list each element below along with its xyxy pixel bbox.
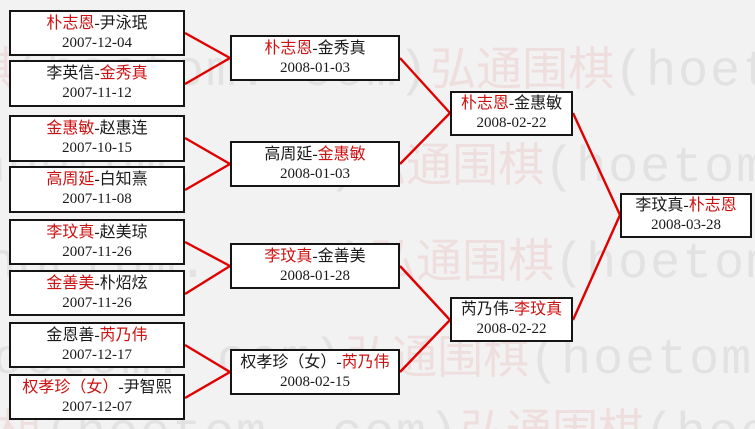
match-players: 权孝珍（女）-芮乃伟 [240, 353, 389, 373]
match-date: 2008-02-22 [476, 115, 547, 131]
player-name: 李玟真 [635, 197, 684, 214]
match-box-final: 李玟真-朴志恩 2008-03-28 [620, 193, 752, 238]
match-date: 2007-11-26 [62, 243, 132, 260]
player-name-winner: 李玟真 [264, 247, 313, 265]
player-name-winner: 李玟真 [514, 301, 563, 318]
match-players: 朴志恩-金惠敏 [461, 94, 562, 114]
match-date: 2007-11-12 [62, 85, 132, 101]
player-name: 芮乃伟 [460, 301, 509, 318]
players-separator: - [94, 274, 100, 292]
match-box-r2-4: 权孝珍（女）-芮乃伟 2008-02-15 [230, 349, 400, 395]
watermark-cn-text: 弘通围棋 [430, 44, 615, 95]
players-separator: - [508, 95, 515, 112]
player-name-winner: 芮乃伟 [341, 353, 390, 371]
player-name-winner: 高周延 [46, 171, 95, 188]
players-separator: - [508, 301, 515, 318]
player-name: 白知熹 [99, 171, 148, 188]
watermark-domain-text: (hoetom. com) [544, 140, 755, 197]
player-name: 李英信 [46, 65, 95, 82]
match-players: 朴志恩-金秀真 [264, 39, 365, 59]
match-date: 2007-11-26 [62, 294, 132, 311]
player-name: 权孝珍（女） [240, 353, 337, 371]
match-date: 2008-01-28 [280, 267, 350, 284]
match-players: 金善美-朴炤炫 [46, 274, 147, 294]
watermark-cn-text: 弘通围棋 [370, 236, 555, 287]
match-box-sf-2: 芮乃伟-李玟真 2008-02-22 [450, 297, 573, 342]
match-box-r2-2: 高周延-金惠敏 2008-01-03 [230, 141, 400, 187]
player-name: 尹泳珉 [99, 14, 148, 32]
match-box-r1-1: 朴志恩-尹泳珉 2007-12-04 [9, 10, 185, 56]
watermark-domain-text: (hoetom. com) [644, 406, 755, 429]
match-date: 2008-01-03 [280, 165, 350, 182]
player-name-winner: 金惠敏 [317, 145, 366, 163]
player-name: 赵惠连 [99, 120, 148, 137]
players-separator: - [312, 39, 318, 57]
players-separator: - [94, 14, 100, 32]
player-name: 金善美 [317, 247, 366, 265]
players-separator: - [336, 353, 342, 371]
player-name-winner: 芮乃伟 [99, 326, 148, 344]
player-name: 金恩善 [46, 326, 95, 344]
match-box-r2-3: 李玟真-金善美 2008-01-28 [230, 243, 400, 289]
player-name-winner: 李玟真 [46, 223, 95, 241]
match-box-r1-4: 高周延-白知熹 2007-11-08 [9, 166, 185, 213]
match-players: 高周延-金惠敏 [264, 145, 365, 165]
player-name: 朴炤炫 [99, 274, 148, 292]
match-box-r1-5: 李玟真-赵美琼 2007-11-26 [9, 219, 185, 265]
match-date: 2007-12-07 [62, 398, 132, 415]
match-players: 高周延-白知熹 [46, 170, 147, 190]
match-date: 2008-03-28 [651, 217, 721, 233]
player-name: 高周延 [264, 145, 313, 163]
watermark-cn-text: 弘通围棋 [460, 406, 644, 429]
players-separator: - [312, 145, 318, 163]
match-players: 权孝珍（女）-尹智熙 [22, 378, 171, 398]
match-date: 2007-12-04 [62, 34, 132, 51]
player-name: 金惠敏 [514, 95, 563, 112]
player-name-winner: 金善美 [46, 274, 95, 292]
player-name-winner: 金惠敏 [46, 120, 95, 137]
match-box-r2-1: 朴志恩-金秀真 2008-01-03 [230, 35, 400, 81]
player-name-winner: 朴志恩 [688, 197, 737, 214]
match-players: 芮乃伟-李玟真 [461, 300, 562, 320]
match-date: 2007-10-15 [62, 140, 132, 156]
players-separator: - [118, 378, 124, 396]
players-separator: - [94, 65, 100, 82]
match-box-r1-7: 金恩善-芮乃伟 2007-12-17 [9, 322, 185, 368]
players-separator: - [94, 326, 100, 344]
player-name-winner: 权孝珍（女） [22, 378, 119, 396]
watermark-domain-text: (hoetom. com) [614, 44, 755, 101]
match-players: 金恩善-芮乃伟 [46, 326, 147, 346]
match-box-r1-3: 金惠敏-赵惠连 2007-10-15 [9, 115, 185, 162]
player-name-winner: 朴志恩 [46, 14, 95, 32]
players-separator: - [683, 197, 689, 214]
match-date: 2007-11-08 [62, 191, 132, 207]
player-name-winner: 朴志恩 [460, 95, 509, 112]
match-box-sf-1: 朴志恩-金惠敏 2008-02-22 [450, 91, 573, 136]
player-name: 赵美琼 [99, 223, 148, 241]
match-date: 2007-12-17 [62, 346, 132, 363]
match-date: 2008-02-22 [476, 321, 547, 337]
match-date: 2008-01-03 [280, 59, 350, 76]
player-name-winner: 金秀真 [99, 65, 148, 82]
match-players: 李玟真-赵美琼 [46, 223, 147, 243]
players-separator: - [312, 247, 318, 265]
match-box-r1-2: 李英信-金秀真 2007-11-12 [9, 60, 185, 107]
match-players: 朴志恩-尹泳珉 [46, 14, 147, 34]
match-box-r1-6: 金善美-朴炤炫 2007-11-26 [9, 270, 185, 316]
watermark-domain-text: (hoetom. com) [554, 236, 755, 293]
player-name: 尹智熙 [123, 378, 172, 396]
players-separator: - [94, 120, 100, 137]
match-date: 2008-02-15 [280, 373, 350, 390]
player-name-winner: 朴志恩 [264, 39, 313, 57]
match-players: 李玟真-朴志恩 [635, 196, 736, 216]
match-players: 金惠敏-赵惠连 [46, 119, 147, 139]
player-name: 金秀真 [317, 39, 366, 57]
players-separator: - [94, 171, 100, 188]
match-box-r1-8: 权孝珍（女）-尹智熙 2007-12-07 [9, 374, 185, 420]
match-players: 李玟真-金善美 [264, 247, 365, 267]
players-separator: - [94, 223, 100, 241]
match-players: 李英信-金秀真 [46, 64, 147, 84]
